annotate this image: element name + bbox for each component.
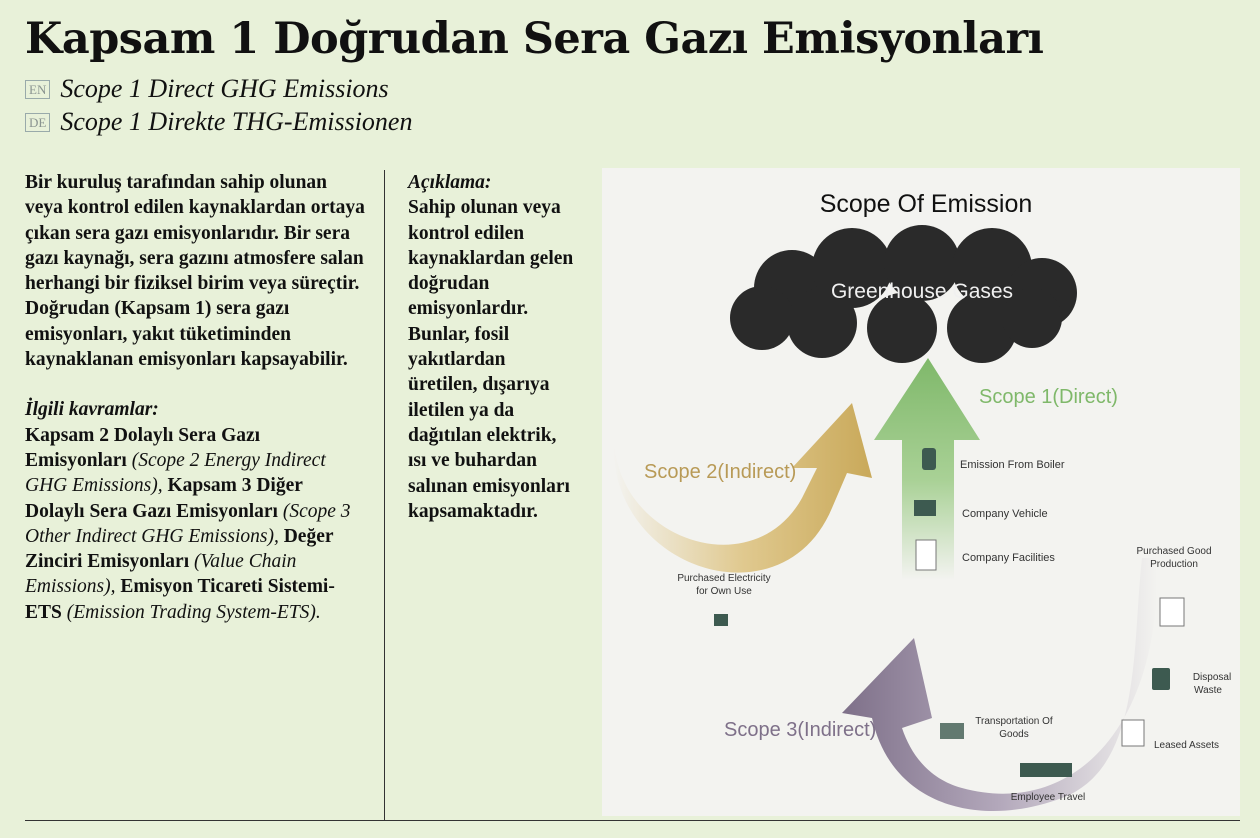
explanation-heading: Açıklama: [408,172,492,193]
factory-icon [1159,597,1185,627]
plug-icon [714,614,728,626]
scope2-arrow [613,403,872,573]
page-title: Kapsam 1 Doğrudan Sera Gazı Emisyonları [25,14,1044,64]
scope3-item: Disposal [1193,672,1231,683]
bottom-rule [25,820,1240,821]
related-term: Kapsam 3 Diğer Dolaylı Sera Gazı Emisyon… [25,475,303,522]
related-term: Kapsam 2 Dolaylı Sera Gazı Emisyonları [25,424,261,471]
lang-tag-en: EN [25,79,51,99]
trash-icon [1152,668,1170,690]
scope1-item: Company Facilities [962,552,1055,564]
cloud-shape [730,225,1077,363]
scope3-item: Transportation Of [975,716,1053,727]
explanation-text: Sahip olunan veya kontrol edilen kaynakl… [408,197,574,522]
lang-tag-de: DE [25,112,51,132]
translation-en-text: Scope 1 Direct GHG Emissions [60,74,389,103]
related-term: Emisyon Ticareti Sistemi-ETS [25,576,335,623]
related-en: (Scope 3 Other Indirect GHG Emissions), [25,500,351,547]
scope3-item: Leased Assets [1154,740,1219,751]
vehicle-icon [914,500,936,516]
translation-en: EN Scope 1 Direct GHG Emissions [25,74,389,104]
scope1-label: Scope 1(Direct) [979,386,1118,408]
scope3-arrow [842,558,1158,812]
scope-diagram: Scope Of Emission Greenhouse Gases Scope… [602,168,1240,816]
scope3-label: Scope 3(Indirect) [724,719,876,741]
related-list: Kapsam 2 Dolaylı Sera Gazı Emisyonları (… [25,423,365,625]
related-en: (Scope 2 Energy Indirect GHG Emissions), [25,449,326,497]
scope3-item: Production [1150,559,1198,570]
scope3-item: Goods [999,729,1028,740]
related-heading: İlgili kavramlar: [25,399,159,421]
column-divider [384,170,385,820]
scope3-item: Waste [1194,685,1222,696]
definition-text: Bir kuruluş tarafından sahip olunan veya… [25,172,365,371]
truck-icon [940,723,964,739]
left-column: Bir kuruluş tarafından sahip olunan veya… [25,170,365,625]
related-term: Değer Zinciri Emisyonları [25,525,334,573]
scope2-label: Scope 2(Indirect) [644,461,796,483]
scope2-item: Purchased Electricity [677,573,770,584]
scope1-item: Company Vehicle [962,508,1048,520]
scope2-item: for Own Use [696,586,752,597]
facilities-icon [915,539,937,571]
cloud-label: Greenhouse Gases [831,280,1013,303]
translation-de-text: Scope 1 Direkte THG-Emissionen [60,107,413,136]
train-icon [1020,763,1072,777]
leased-assets-icon [1121,719,1145,747]
related-en: (Emission Trading System-ETS). [66,601,321,623]
scope3-item: Purchased Good [1136,546,1211,557]
scope3-item: Employee Travel [1011,792,1085,803]
boiler-icon [922,448,936,470]
scope1-item: Emission From Boiler [960,459,1065,471]
middle-column: Açıklama: Sahip olunan veya kontrol edil… [408,170,578,524]
related-en: (Value Chain Emissions), [25,551,297,598]
translation-de: DE Scope 1 Direkte THG-Emissionen [25,107,412,137]
diagram-title: Scope Of Emission [820,190,1033,218]
